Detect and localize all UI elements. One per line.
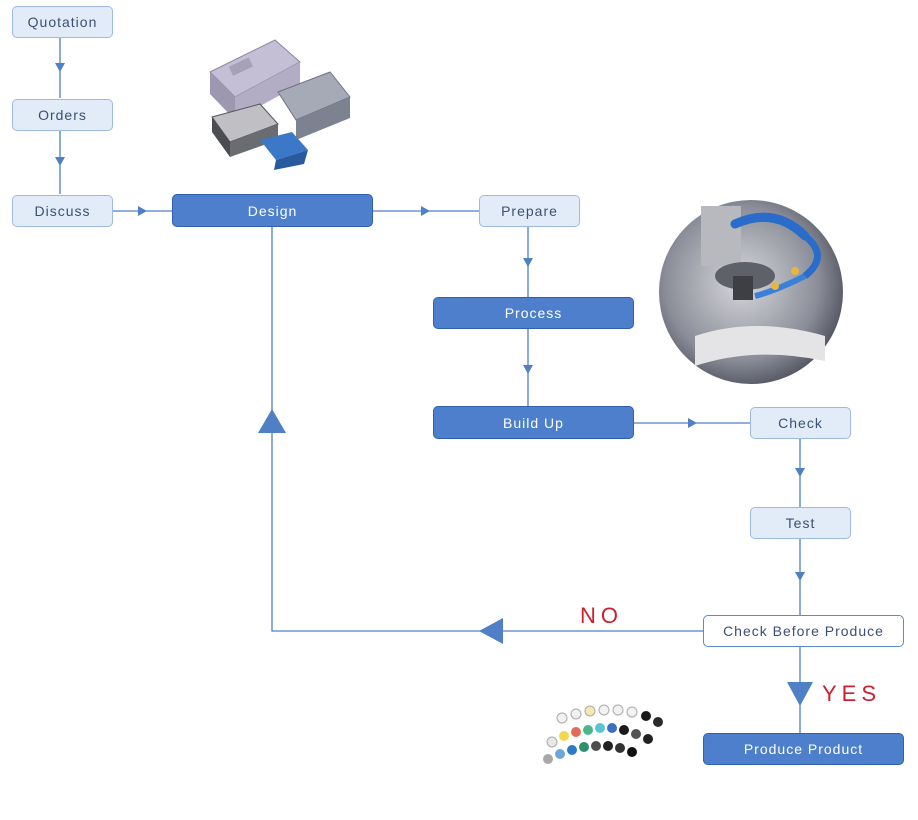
label-no: NO xyxy=(580,603,623,628)
node-process: Process xyxy=(433,297,634,329)
node-produce-product: Produce Product xyxy=(703,733,904,765)
plastic-parts-photo xyxy=(543,704,663,764)
arrowhead-no-left xyxy=(479,618,503,644)
node-design: Design xyxy=(172,194,373,227)
node-orders: Orders xyxy=(12,99,113,131)
arrowhead-design xyxy=(138,206,147,216)
node-test: Test xyxy=(750,507,851,539)
node-quotation: Quotation xyxy=(12,6,113,38)
arrowhead-test xyxy=(795,468,805,477)
arrowhead-prepare xyxy=(421,206,430,216)
arrowhead-yes-down xyxy=(787,682,813,706)
label-yes: YES xyxy=(822,681,882,706)
node-check: Check xyxy=(750,407,851,439)
arrowhead-no-up xyxy=(258,409,286,433)
arrowhead-process xyxy=(523,258,533,267)
node-discuss: Discuss xyxy=(12,195,113,227)
edge-no-loop xyxy=(271,226,703,632)
node-prepare: Prepare xyxy=(479,195,580,227)
node-check-before-produce: Check Before Produce xyxy=(703,615,904,647)
arrowhead-buildup xyxy=(523,365,533,374)
arrowhead-orders xyxy=(55,63,65,72)
node-build-up: Build Up xyxy=(433,406,634,439)
arrowhead-cbp xyxy=(795,572,805,581)
arrowhead-check xyxy=(688,418,697,428)
machining-photo xyxy=(659,200,843,384)
arrowhead-discuss xyxy=(55,157,65,166)
mold-photo xyxy=(209,39,351,170)
